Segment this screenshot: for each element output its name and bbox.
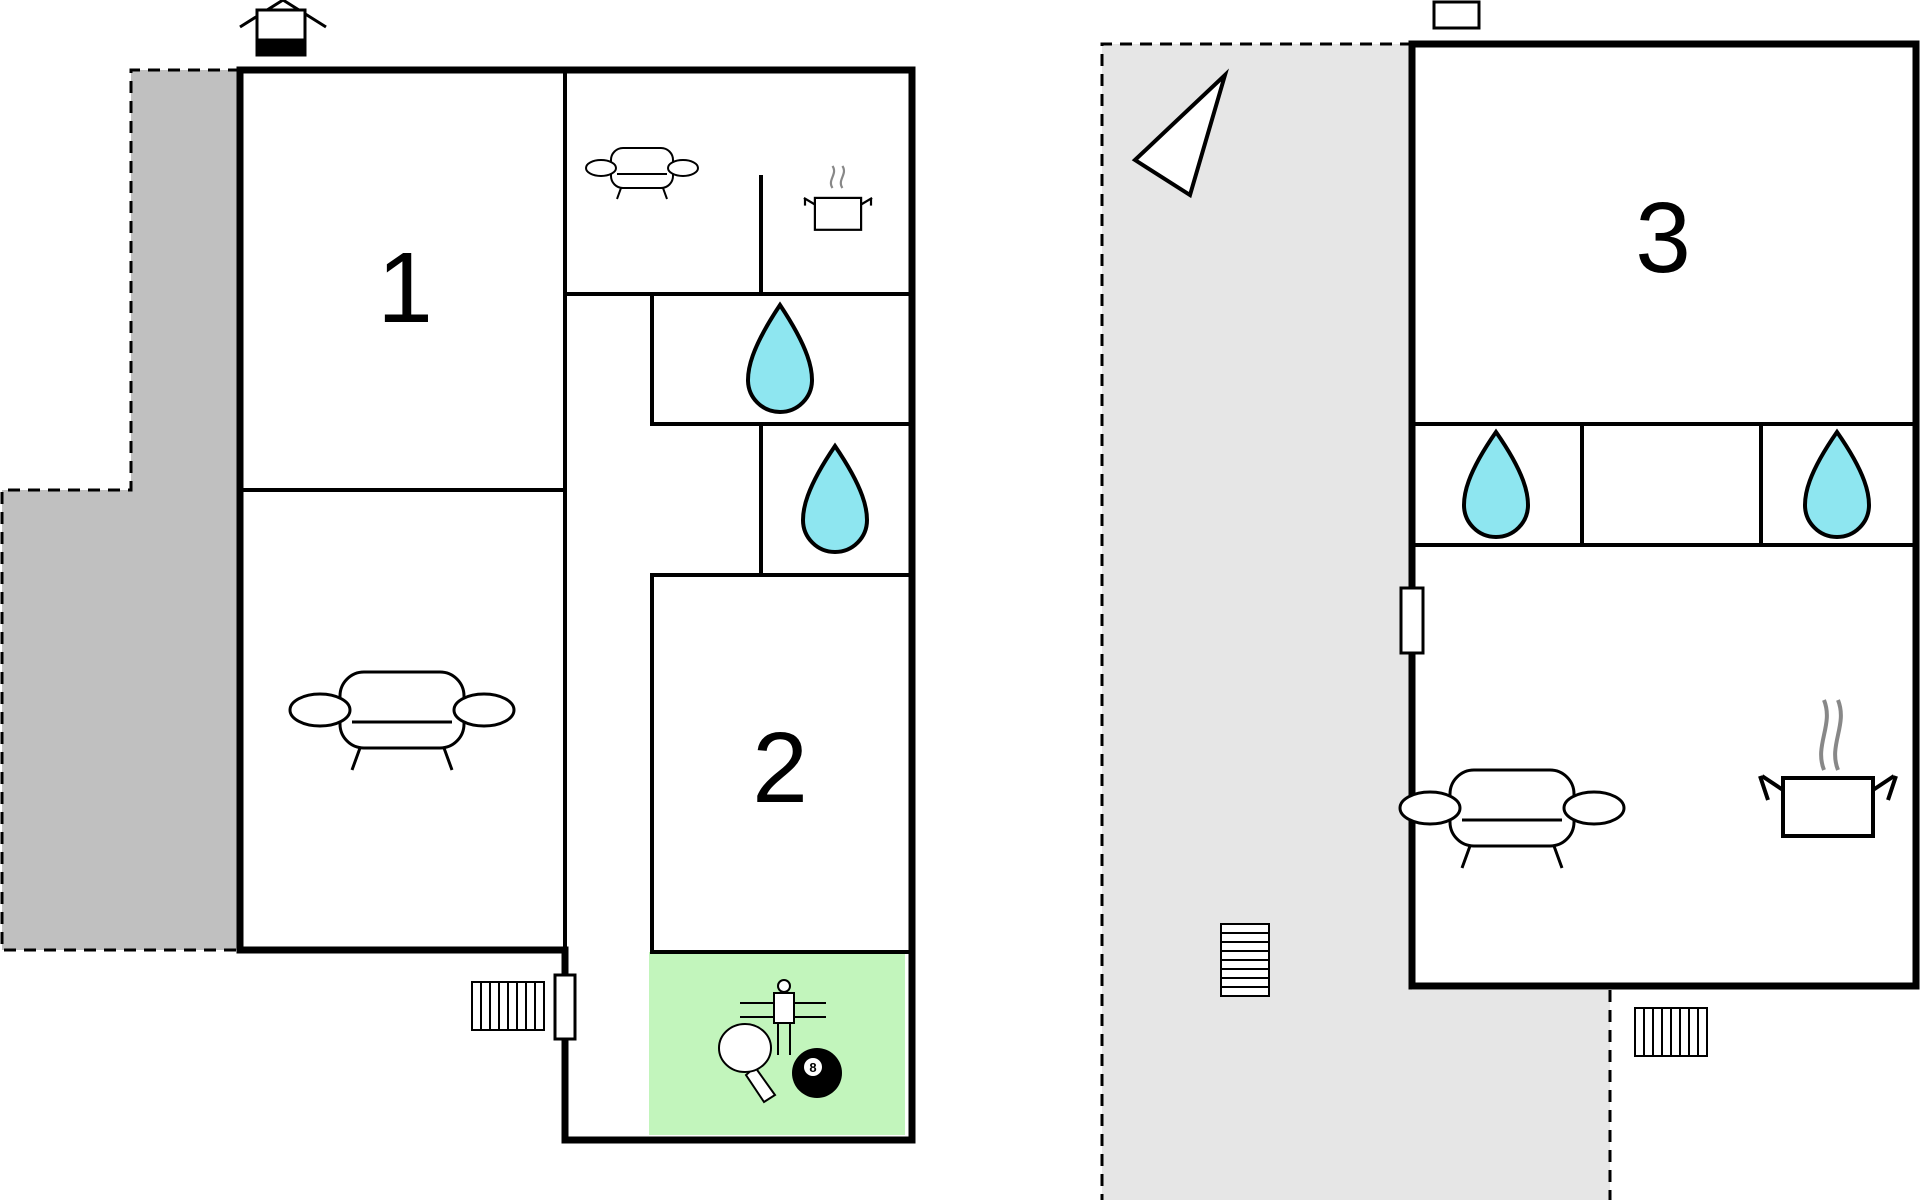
bathroom-drop-icon (1802, 428, 1872, 539)
chimney-icon (1432, 0, 1481, 30)
terrace-left (2, 70, 240, 950)
bathroom-drop-icon (1461, 428, 1531, 539)
kitchen-pot-icon (1758, 699, 1898, 838)
upper-floor-plan: 3 (1100, 0, 1920, 1200)
toilet-drop-icon (800, 442, 870, 554)
chimney-icon (239, 0, 327, 57)
ping-pong-paddle-icon (718, 1023, 777, 1104)
room-number-1: 1 (377, 232, 433, 344)
door (1399, 586, 1425, 655)
radiator-icon (1634, 1007, 1708, 1057)
walls-left (236, 66, 916, 1144)
terrace-left-outline (0, 68, 240, 952)
room-number-2: 2 (752, 712, 808, 824)
ground-floor-plan: 1 2 (0, 0, 916, 1144)
terrace-right-outline (1100, 42, 1612, 1200)
sofa-icon (288, 670, 516, 771)
billiard-ball-number: 8 (809, 1060, 816, 1075)
room-number-3: 3 (1635, 182, 1691, 294)
radiator-icon (471, 981, 545, 1031)
sofa-icon (585, 147, 699, 200)
north-arrow-icon (1131, 68, 1229, 199)
billiard-ball-icon: 8 (792, 1048, 842, 1098)
entrance-door (553, 973, 577, 1041)
sofa-icon (1398, 768, 1626, 869)
radiator-icon (1220, 923, 1270, 997)
kitchen-pot-icon (803, 165, 873, 231)
bathroom-drop-icon (745, 301, 815, 414)
foosball-icon (740, 979, 826, 1055)
terrace-right (1102, 44, 1610, 1200)
